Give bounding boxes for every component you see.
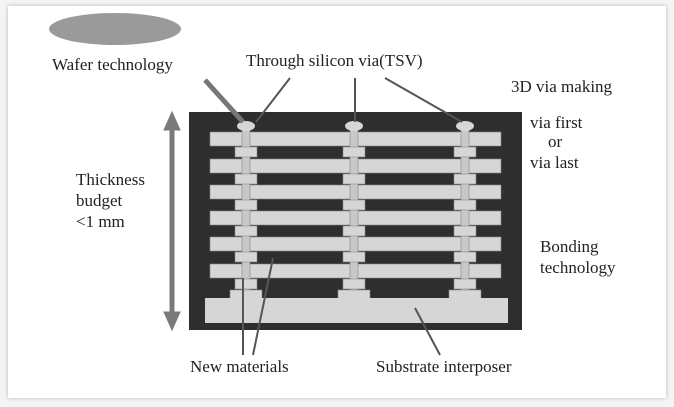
label-3d-via-making: 3D via making <box>511 77 613 96</box>
bump <box>342 199 366 211</box>
label-via-first: via first <box>530 113 583 132</box>
bump <box>453 199 477 211</box>
bump <box>342 173 366 185</box>
wafer-ellipse <box>49 13 181 45</box>
thickness-arrow <box>163 110 181 332</box>
via-cap <box>237 121 255 131</box>
label-wafer-technology: Wafer technology <box>52 55 173 74</box>
bump <box>234 173 258 185</box>
via-cap <box>456 121 474 131</box>
base-bump <box>337 289 371 300</box>
bump <box>342 278 366 290</box>
bump <box>342 225 366 237</box>
bump <box>234 278 258 290</box>
bump <box>453 251 477 263</box>
label-via-last: via last <box>530 153 579 172</box>
bump <box>234 251 258 263</box>
label-tsv: Through silicon via(TSV) <box>246 51 423 70</box>
bump <box>234 199 258 211</box>
leader-lines <box>203 77 463 356</box>
bump <box>234 225 258 237</box>
label-thickness-limit: <1 mm <box>76 212 125 231</box>
label-new-materials: New materials <box>190 357 289 376</box>
bump <box>453 278 477 290</box>
via-cap <box>345 121 363 131</box>
bump <box>453 225 477 237</box>
bump <box>453 146 477 158</box>
label-substrate-interposer: Substrate interposer <box>376 357 512 376</box>
base-bump <box>448 289 482 300</box>
bump <box>342 146 366 158</box>
label-technology: technology <box>540 258 616 277</box>
substrate-interposer <box>205 298 508 323</box>
label-budget: budget <box>76 191 123 210</box>
bump <box>453 173 477 185</box>
base-bump <box>229 289 263 300</box>
label-or: or <box>548 132 563 151</box>
bump <box>342 251 366 263</box>
bump <box>234 146 258 158</box>
label-bonding: Bonding <box>540 237 599 256</box>
label-thickness: Thickness <box>76 170 145 189</box>
